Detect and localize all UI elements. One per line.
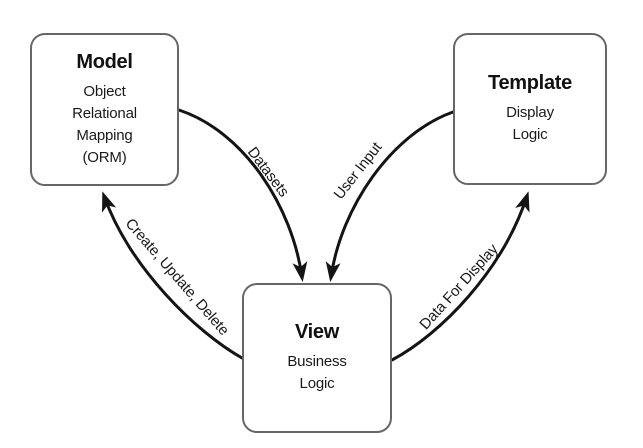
node-template-subtitle: Display Logic <box>506 104 554 143</box>
arrow-model-to-view <box>177 108 308 282</box>
node-template-title: Template <box>488 72 572 94</box>
node-model-subtitle: Object Relational Mapping (ORM) <box>72 82 137 166</box>
node-view-subtitle: Business Logic <box>287 353 347 392</box>
node-view: View Business Logic <box>242 283 392 433</box>
node-template: Template Display Logic <box>453 33 607 185</box>
arrow-view-to-model <box>102 191 244 360</box>
node-view-title: View <box>294 321 339 343</box>
node-model-title: Model <box>76 50 133 73</box>
arrow-template-to-view <box>325 110 455 282</box>
arrow-view-to-template <box>390 191 530 362</box>
node-model: Model Object Relational Mapping (ORM) <box>30 33 179 186</box>
